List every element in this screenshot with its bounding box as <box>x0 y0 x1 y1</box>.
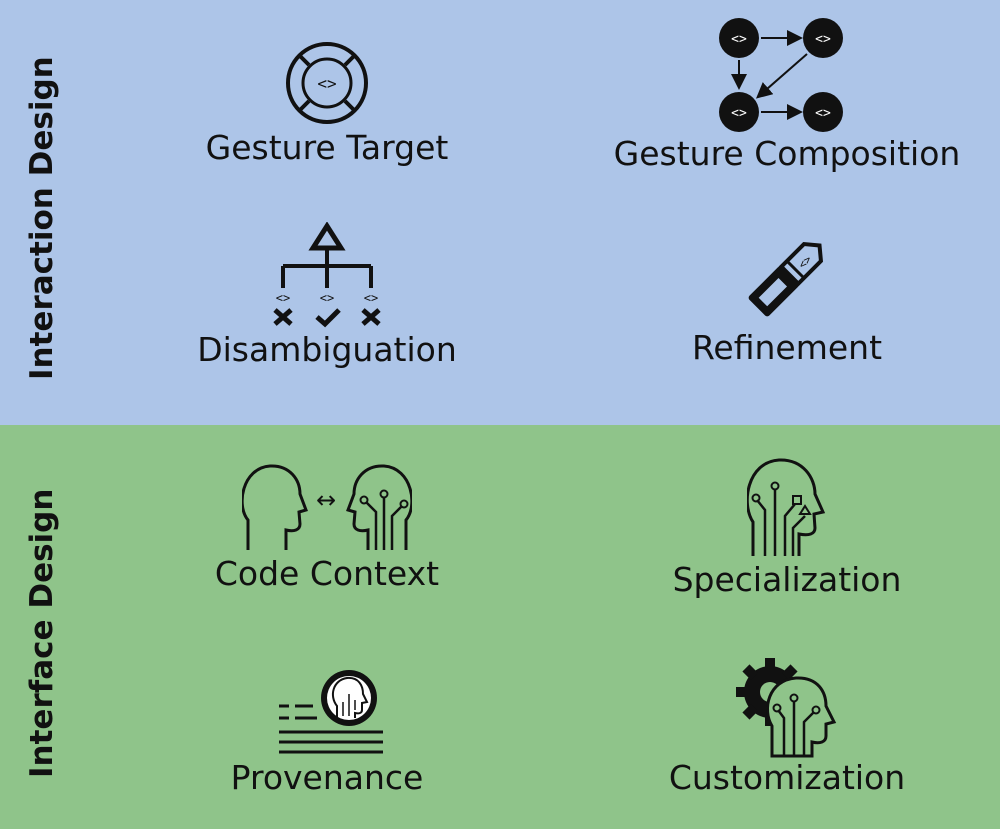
ai-history-document-icon <box>279 670 383 754</box>
item-customization: Customization <box>557 656 1000 798</box>
item-label: Specialization <box>672 560 902 599</box>
item-label: Gesture Composition <box>613 134 961 173</box>
item-code-context: ↔ Code Context <box>97 462 557 594</box>
item-label: Refinement <box>691 328 883 367</box>
human-ai-exchange-icon: ↔ <box>242 464 412 550</box>
interface-design-section <box>0 425 1000 829</box>
item-label: Customization <box>668 758 906 797</box>
svg-text:<>: <> <box>317 74 336 93</box>
ai-head-circuit-icon <box>747 458 826 556</box>
ai-head-gear-icon <box>736 658 837 758</box>
item-label: Code Context <box>214 554 440 593</box>
item-label: Provenance <box>230 758 424 797</box>
item-label: Gesture Target <box>205 128 449 167</box>
item-disambiguation: <> <> <> Disambiguation <box>97 222 557 370</box>
item-specialization: Specialization <box>557 456 1000 600</box>
svg-text:↔: ↔ <box>316 486 336 514</box>
item-label: Disambiguation <box>197 330 457 369</box>
item-provenance: Provenance <box>97 666 557 798</box>
code-node-graph-icon: <> <> <> <> <box>719 18 843 132</box>
svg-text:<>: <> <box>731 32 747 47</box>
item-gesture-target: <> Gesture Target <box>97 38 557 168</box>
item-refinement: <> Refinement <box>557 228 1000 368</box>
pencil-sharpener-icon: <> <box>748 241 824 317</box>
item-gesture-composition: <> <> <> <> Gesture Composition <box>557 16 1000 174</box>
svg-text:<>: <> <box>815 32 831 47</box>
svg-text:<>: <> <box>320 291 334 305</box>
svg-text:<>: <> <box>815 106 831 121</box>
svg-text:<>: <> <box>364 291 378 305</box>
svg-text:<>: <> <box>276 291 290 305</box>
decision-tree-icon: <> <> <> <box>273 222 381 328</box>
section-title-interface: Interface Design <box>24 488 60 778</box>
interaction-design-section <box>0 0 1000 425</box>
svg-text:<>: <> <box>731 106 747 121</box>
section-title-interaction: Interaction Design <box>24 56 60 380</box>
target-code-icon: <> <box>286 42 368 124</box>
